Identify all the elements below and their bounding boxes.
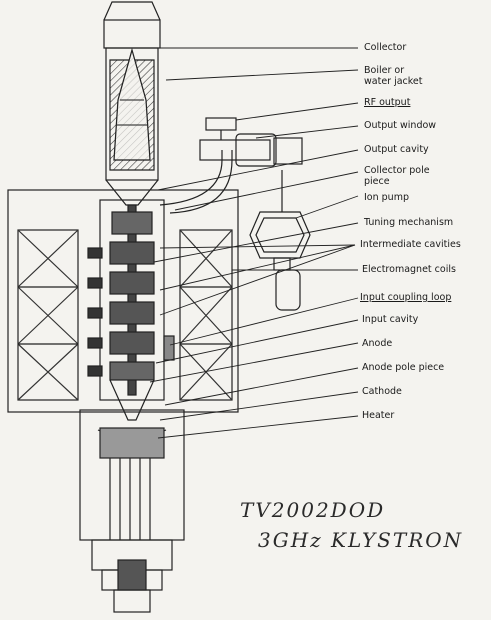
label-electromagnet-coils: Electromagnet coils: [362, 264, 456, 275]
label-boiler-2: water jacket: [364, 76, 423, 87]
ion-pump: [249, 170, 311, 311]
handwritten-title: 3GHz KLYSTRON: [258, 528, 464, 552]
label-boiler: Boiler or: [364, 65, 405, 76]
label-anode-pole-piece: Anode pole piece: [362, 362, 445, 373]
label-ion-pump: Ion pump: [364, 192, 409, 203]
label-input-coupling-loop: Input coupling loop: [360, 292, 452, 303]
leader-lines: [149, 47, 359, 439]
label-rf-output: RF output: [364, 97, 411, 108]
label-collector-pole-2: piece: [364, 176, 390, 187]
label-tuning-mechanism: Tuning mechanism: [364, 217, 454, 228]
cathode-assembly: [79, 379, 185, 613]
handwritten-model: TV2002DOD: [240, 498, 386, 522]
label-intermediate-cavities: Intermediate cavities: [360, 239, 461, 250]
label-output-window: Output window: [364, 120, 437, 131]
label-input-cavity: Input cavity: [362, 314, 419, 325]
cavity-stack: [87, 199, 175, 401]
collector-body: [103, 1, 161, 206]
label-heater: Heater: [362, 410, 395, 421]
label-cathode: Cathode: [362, 386, 402, 397]
label-output-cavity: Output cavity: [364, 144, 429, 155]
label-anode: Anode: [362, 338, 393, 349]
label-collector-pole: Collector pole: [364, 165, 430, 176]
electromagnet-frame: [7, 189, 239, 413]
label-collector: Collector: [364, 42, 407, 53]
